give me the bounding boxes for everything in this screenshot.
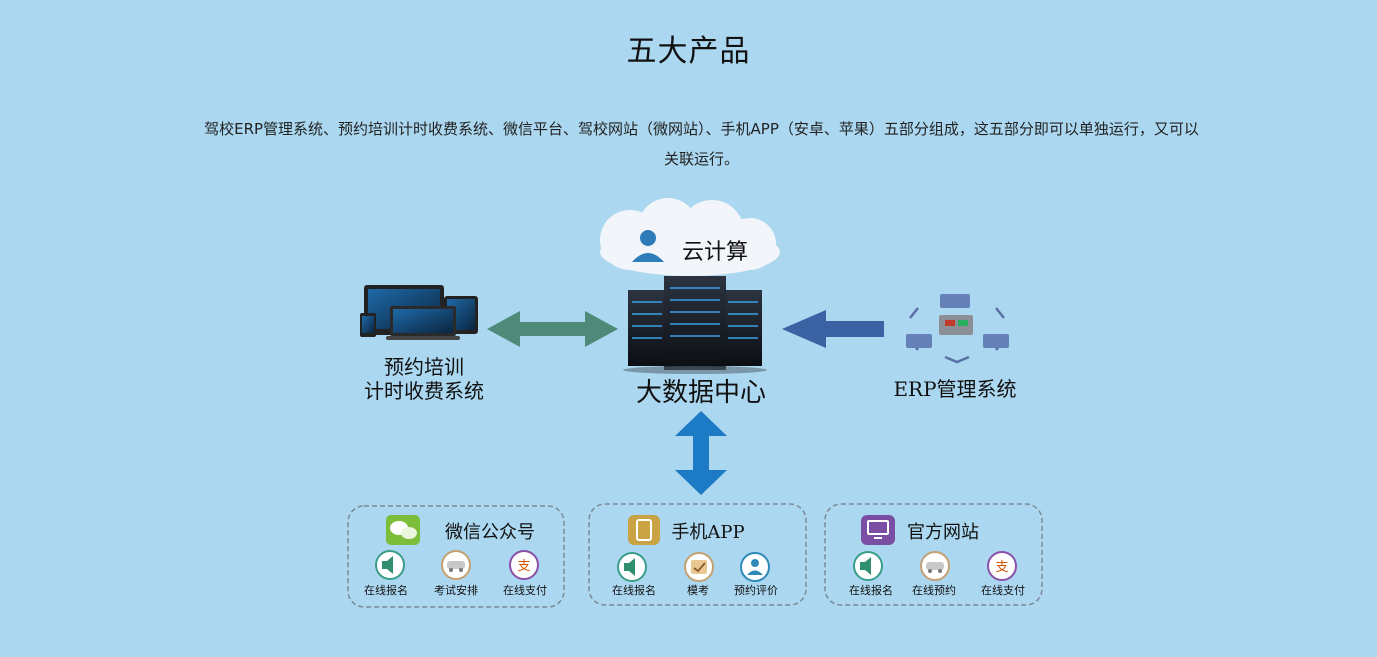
payment-icon: 支	[987, 551, 1017, 581]
vertical-bidirectional-arrow-icon	[675, 411, 727, 495]
payment-icon: 支	[509, 550, 539, 580]
data-center-label: 大数据中心	[636, 378, 766, 408]
panel-border	[347, 505, 565, 608]
car-icon	[441, 550, 471, 580]
erp-system-label: ERP管理系统	[893, 377, 1016, 401]
panel-mobile-app: 手机APP 在线报名 模考 预约评价	[588, 503, 807, 606]
panel-official-website: 官方网站 支 在线报名 在线预约 在线支付	[824, 503, 1043, 606]
panel-item-label: 在线支付	[503, 583, 547, 597]
panel-title: 官方网站	[907, 522, 979, 543]
panel-border	[588, 503, 807, 606]
wechat-icon	[386, 515, 420, 545]
right-arrow-icon	[782, 310, 884, 348]
cloud-label: 云计算	[682, 240, 748, 265]
server-rack-icon	[623, 276, 767, 374]
panel-wechat: 微信公众号 支 在线报名 考试安排 在线支付	[347, 505, 565, 608]
panel-item-label: 在线支付	[981, 583, 1025, 597]
panel-title: 手机APP	[671, 522, 744, 543]
monitor-icon	[861, 515, 895, 545]
phone-app-icon	[628, 515, 660, 545]
intro-description: 驾校ERP管理系统、预约培训计时收费系统、微信平台、驾校网站（微网站）、手机AP…	[204, 120, 1199, 168]
devices-icon	[360, 285, 478, 340]
speaker-icon	[853, 551, 883, 581]
panel-item-label: 模考	[687, 584, 709, 597]
car-icon	[920, 551, 950, 581]
speaker-icon	[617, 552, 647, 582]
panel-title: 微信公众号	[445, 522, 535, 543]
speaker-icon	[375, 550, 405, 580]
svg-text:支: 支	[517, 559, 530, 574]
erp-modules-icon	[906, 294, 1009, 364]
panel-item-label: 在线报名	[364, 583, 408, 597]
page-title: 五大产品	[626, 34, 751, 69]
left-system-label-line2: 计时收费系统	[364, 379, 484, 403]
panel-item-label: 预约评价	[734, 584, 778, 597]
svg-text:支: 支	[995, 560, 1008, 575]
cloud-computing-node: 云计算	[600, 198, 780, 276]
person-icon	[632, 230, 664, 262]
panel-item-label: 在线预约	[912, 583, 956, 597]
panel-item-label: 在线报名	[612, 583, 656, 597]
left-system-label-line1: 预约培训	[384, 355, 464, 379]
user-icon	[740, 552, 770, 582]
bidirectional-arrow-icon	[487, 311, 618, 347]
panel-border	[824, 503, 1043, 606]
exam-icon	[684, 552, 714, 582]
panel-item-label: 在线报名	[849, 583, 893, 597]
cloud-icon	[600, 198, 780, 276]
panel-item-label: 考试安排	[434, 583, 478, 597]
